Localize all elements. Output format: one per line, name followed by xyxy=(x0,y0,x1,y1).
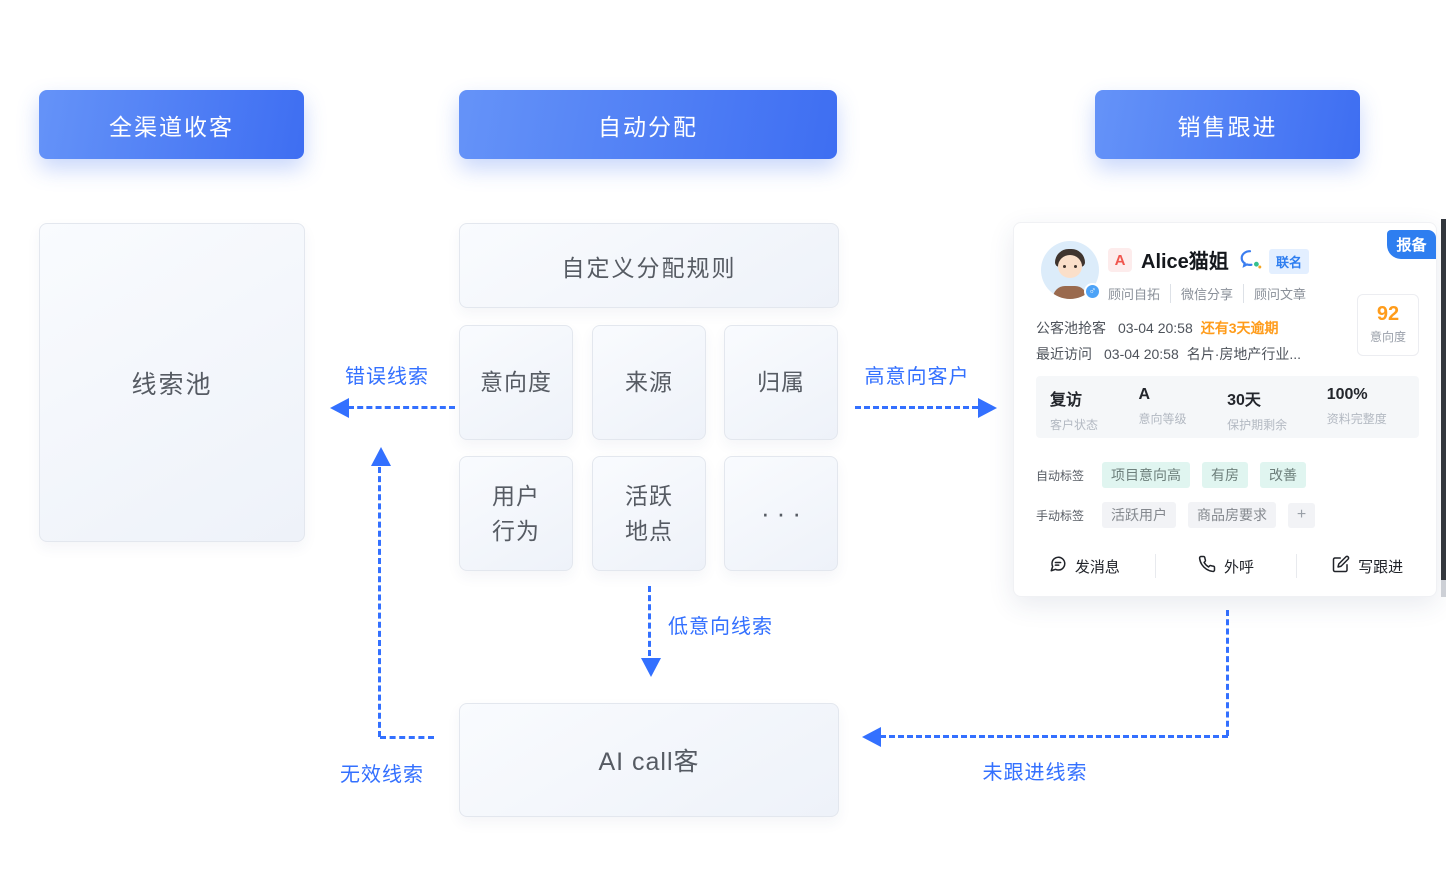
info-label: 公客池抢客 xyxy=(1036,320,1106,336)
lead-source-item: 微信分享 xyxy=(1170,284,1233,303)
flow-line-low-intent xyxy=(648,586,651,656)
rules-title-label: 自定义分配规则 xyxy=(561,254,737,281)
stat-protection-days: 30天 保护期剩余 xyxy=(1227,386,1327,438)
lead-pool-box: 线索池 xyxy=(39,223,305,542)
arrowhead-left-icon xyxy=(862,727,881,747)
ai-call-label: AI call客 xyxy=(598,748,700,776)
flow-line-not-followed-horizontal xyxy=(880,735,1228,738)
phone-icon xyxy=(1198,555,1224,577)
intent-score-box: 92 意向度 xyxy=(1357,294,1419,356)
joint-name-badge: 联名 xyxy=(1269,249,1310,274)
rule-label: 意向度 xyxy=(480,369,552,396)
lead-pool-label: 线索池 xyxy=(131,370,213,399)
flow-line-high-intent xyxy=(855,406,978,409)
arrowhead-left-icon xyxy=(330,398,349,418)
grade-badge: A xyxy=(1108,248,1132,272)
cropped-edge-strip xyxy=(1441,219,1446,580)
rule-label: 来源 xyxy=(625,369,673,396)
flow-label-low-intent: 低意向线索 xyxy=(668,616,773,638)
intent-score-label: 意向度 xyxy=(1369,330,1406,344)
auto-tag[interactable]: 项目意向高 xyxy=(1102,462,1190,488)
manual-tags-label: 手动标签 xyxy=(1036,508,1085,523)
avatar: ♂ xyxy=(1041,241,1101,300)
rule-label: 活跃 地点 xyxy=(625,483,673,544)
flow-label-not-followed: 未跟进线索 xyxy=(982,762,1088,784)
card-actions-row: 发消息 外呼 写跟进 xyxy=(1014,545,1438,587)
add-tag-button[interactable]: + xyxy=(1288,502,1315,528)
arrowhead-right-icon xyxy=(978,398,997,418)
wecom-chat-icon[interactable] xyxy=(1239,249,1263,276)
rule-more-dots: ··· xyxy=(761,498,808,528)
stat-value: 30天 xyxy=(1227,392,1261,409)
cropped-edge-strip-shadow xyxy=(1441,580,1446,597)
customer-card: 报备 ♂ A Alice猫姐 联名 顾问自拓 微信分享 顾问文章 xyxy=(1013,222,1437,597)
intent-score-value: 92 xyxy=(1376,303,1400,325)
stat-profile-completeness: 100% 资料完整度 xyxy=(1327,386,1416,438)
send-message-button[interactable]: 发消息 xyxy=(1014,555,1155,577)
stage-button-sales-follow[interactable]: 销售跟进 xyxy=(1095,90,1360,159)
stat-customer-status: 复访 客户状态 xyxy=(1050,386,1139,438)
auto-tags-row: 自动标签 项目意向高 有房 改善 xyxy=(1036,462,1318,488)
info-row-last-visit: 最近访问 03-04 20:58 名片·房地产行业... xyxy=(1036,344,1301,364)
write-follow-up-button[interactable]: 写跟进 xyxy=(1297,555,1438,577)
arrowhead-down-icon xyxy=(641,658,661,677)
rule-box-ownership: 归属 xyxy=(724,325,838,440)
stat-label: 客户状态 xyxy=(1050,418,1099,432)
message-icon xyxy=(1049,555,1075,577)
action-label: 写跟进 xyxy=(1358,558,1404,576)
overdue-warning: 还有3天逾期 xyxy=(1200,320,1279,336)
flow-line-invalid-horizontal xyxy=(380,736,434,739)
stat-label: 意向等级 xyxy=(1138,412,1187,426)
info-label: 最近访问 xyxy=(1036,346,1092,362)
divider xyxy=(1154,554,1156,578)
ai-call-box: AI call客 xyxy=(459,703,839,817)
info-time: 03-04 20:58 xyxy=(1104,346,1179,362)
lead-source-list: 顾问自拓 微信分享 顾问文章 xyxy=(1108,284,1306,303)
stat-value: 复访 xyxy=(1050,392,1083,409)
info-row-pool-grab: 公客池抢客 03-04 20:58 还有3天逾期 xyxy=(1036,318,1279,338)
customer-name: Alice猫姐 xyxy=(1141,251,1229,273)
flow-line-wrong-leads xyxy=(348,406,455,409)
manual-tag[interactable]: 商品房要求 xyxy=(1188,502,1276,528)
rules-title-box: 自定义分配规则 xyxy=(459,223,839,308)
rule-box-active-location: 活跃 地点 xyxy=(592,456,706,571)
manual-tag[interactable]: 活跃用户 xyxy=(1102,502,1176,528)
rule-box-user-behavior: 用户 行为 xyxy=(459,456,573,571)
auto-tag[interactable]: 改善 xyxy=(1260,462,1306,488)
rule-box-more: ··· xyxy=(724,456,838,571)
flow-label-wrong-leads: 错误线索 xyxy=(345,366,429,388)
avatar-illustration xyxy=(1041,241,1099,299)
edit-icon xyxy=(1332,555,1358,577)
action-label: 外呼 xyxy=(1224,558,1255,576)
lead-source-item: 顾问文章 xyxy=(1243,284,1306,303)
divider xyxy=(1296,554,1298,578)
outbound-call-button[interactable]: 外呼 xyxy=(1156,555,1297,577)
auto-tag[interactable]: 有房 xyxy=(1202,462,1248,488)
rule-box-intent: 意向度 xyxy=(459,325,573,440)
stat-label: 资料完整度 xyxy=(1326,412,1387,426)
stat-value: 100% xyxy=(1326,386,1368,403)
info-time: 03-04 20:58 xyxy=(1118,320,1193,336)
manual-tags-row: 手动标签 活跃用户 商品房要求 + xyxy=(1036,502,1315,528)
visit-detail: 名片·房地产行业... xyxy=(1186,346,1302,362)
auto-tags-label: 自动标签 xyxy=(1036,468,1085,483)
stats-band: 复访 客户状态 A 意向等级 30天 保护期剩余 100% 资料完整度 xyxy=(1036,376,1419,438)
stage-button-auto-assign[interactable]: 自动分配 xyxy=(459,90,837,159)
rule-label: 归属 xyxy=(757,369,805,396)
stage-button-omnichannel[interactable]: 全渠道收客 xyxy=(39,90,304,159)
stat-value: A xyxy=(1138,386,1151,403)
flow-line-invalid-vertical xyxy=(378,467,381,737)
flow-label-high-intent: 高意向客户 xyxy=(864,366,970,388)
flow-line-not-followed-vertical xyxy=(1226,610,1229,736)
flow-label-invalid-leads: 无效线索 xyxy=(340,764,424,786)
rule-box-source: 来源 xyxy=(592,325,706,440)
gender-male-icon: ♂ xyxy=(1084,283,1101,300)
report-badge[interactable]: 报备 xyxy=(1387,230,1436,259)
arrowhead-up-icon xyxy=(371,447,391,466)
rule-label: 用户 行为 xyxy=(492,483,540,544)
lead-source-item: 顾问自拓 xyxy=(1108,287,1161,302)
action-label: 发消息 xyxy=(1074,558,1120,576)
stat-intent-level: A 意向等级 xyxy=(1139,386,1228,438)
stat-label: 保护期剩余 xyxy=(1227,418,1288,432)
